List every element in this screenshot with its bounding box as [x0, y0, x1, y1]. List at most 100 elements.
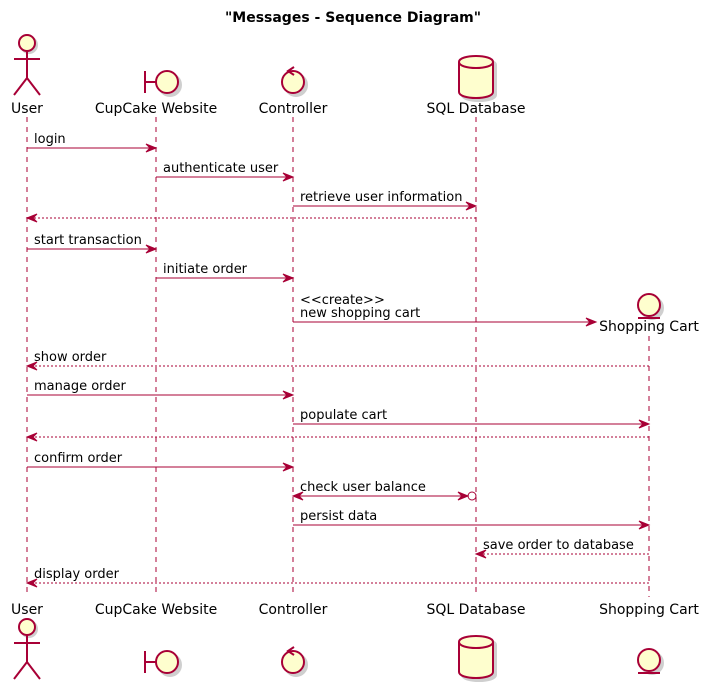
message-label: retrieve user information — [300, 190, 462, 205]
message-label: display order — [34, 567, 120, 582]
diagram-title: "Messages - Sequence Diagram" — [225, 10, 481, 26]
arrowhead — [291, 491, 304, 501]
participant-label: Shopping Cart — [599, 602, 699, 618]
participant-user-bottom: User — [11, 602, 43, 680]
boundary-icon — [144, 70, 182, 97]
participant-web-bottom: CupCake Website — [95, 602, 217, 677]
message-label: persist data — [300, 509, 377, 524]
message-5: start transaction — [27, 233, 158, 254]
arrowhead — [638, 520, 651, 530]
actor-stick-figure-icon — [13, 618, 41, 680]
message-label: <<create>> — [300, 293, 385, 308]
message-label: manage order — [34, 379, 127, 394]
message-15: save order to database — [474, 538, 649, 559]
participant-web-top: CupCake Website — [95, 70, 217, 117]
message-label: initiate order — [163, 262, 248, 277]
participant-cart-top: Shopping Cart — [599, 293, 699, 335]
messages: login authenticate user retrieve user info… — [25, 132, 651, 588]
arrowhead — [145, 143, 158, 153]
control-icon — [281, 66, 308, 97]
message-11 — [25, 432, 649, 442]
message-label: check user balance — [300, 480, 426, 495]
arrowhead — [282, 390, 295, 400]
control-icon — [281, 646, 308, 677]
message-14: persist data — [293, 509, 651, 530]
entity-circle — [637, 648, 661, 672]
database-cylinder-icon — [458, 55, 497, 102]
boundary-icon — [144, 650, 182, 677]
arrowhead — [145, 244, 158, 254]
message-4 — [25, 213, 476, 223]
participant-user-top: User — [11, 34, 43, 117]
arrowhead — [282, 273, 295, 283]
message-label: login — [34, 132, 66, 147]
message-label: show order — [34, 350, 107, 365]
message-7: <<create>>new shopping cart — [293, 293, 598, 327]
message-9: manage order — [27, 379, 295, 400]
control-circle — [281, 70, 305, 94]
participant-label: User — [11, 602, 43, 618]
participant-label: CupCake Website — [95, 602, 217, 618]
boundary-bar — [144, 71, 156, 93]
arrowhead — [25, 361, 38, 371]
message-label: start transaction — [34, 233, 142, 248]
entity-icon — [637, 648, 664, 675]
actor-body — [13, 51, 41, 96]
database-cylinder-icon — [458, 635, 497, 682]
arrowhead — [25, 432, 38, 442]
participants-top: User CupCake Website Controller SQL Databas… — [11, 34, 699, 335]
arrowhead — [282, 462, 295, 472]
participant-label: SQL Database — [427, 101, 526, 117]
message-10: populate cart — [293, 408, 651, 429]
arrowhead — [282, 172, 295, 182]
message-label: authenticate user — [163, 161, 279, 176]
control-arrow — [286, 66, 295, 76]
participants-bottom: User CupCake Website Controller SQL Databas… — [11, 602, 699, 682]
arrowhead — [465, 201, 478, 211]
participant-label: CupCake Website — [95, 101, 217, 117]
message-label: confirm order — [34, 451, 123, 466]
arrowhead — [25, 213, 38, 223]
entity-icon — [637, 293, 664, 320]
participant-label: SQL Database — [427, 602, 526, 618]
participant-label: Shopping Cart — [599, 319, 699, 335]
boundary-circle — [155, 70, 179, 94]
database-rim — [458, 61, 494, 69]
database-body — [458, 55, 494, 99]
message-12: confirm order — [27, 451, 295, 472]
actor-head — [18, 618, 36, 636]
boundary-bar — [144, 651, 156, 673]
participant-ctrl-bottom: Controller — [259, 602, 328, 677]
actor-head — [18, 34, 36, 52]
entity-circle — [637, 293, 661, 317]
control-arrow — [286, 646, 295, 656]
message-16: display order — [25, 567, 649, 588]
participant-db-bottom: SQL Database — [427, 602, 526, 682]
message-13: check user balance — [291, 480, 477, 501]
message-1: login — [27, 132, 158, 153]
endpoint-circle — [467, 491, 477, 501]
arrowhead — [25, 578, 38, 588]
message-label: populate cart — [300, 408, 387, 423]
message-6: initiate order — [156, 262, 295, 283]
actor-body — [13, 635, 41, 680]
database-body — [458, 635, 494, 679]
participant-db-top: SQL Database — [427, 55, 526, 117]
boundary-circle — [155, 650, 179, 674]
lifelines — [26, 117, 650, 597]
arrowhead — [638, 419, 651, 429]
participant-label: Controller — [259, 602, 328, 618]
participant-label: Controller — [259, 101, 328, 117]
message-label: new shopping cart — [300, 306, 420, 321]
arrowhead — [474, 549, 487, 559]
message-8: show order — [25, 350, 649, 371]
actor-stick-figure-icon — [13, 34, 41, 96]
arrowhead — [585, 317, 598, 327]
arrowhead — [457, 491, 470, 501]
participant-label: User — [11, 101, 43, 117]
database-rim — [458, 641, 494, 649]
control-circle — [281, 650, 305, 674]
message-3: retrieve user information — [293, 190, 478, 211]
participant-ctrl-top: Controller — [259, 66, 328, 117]
